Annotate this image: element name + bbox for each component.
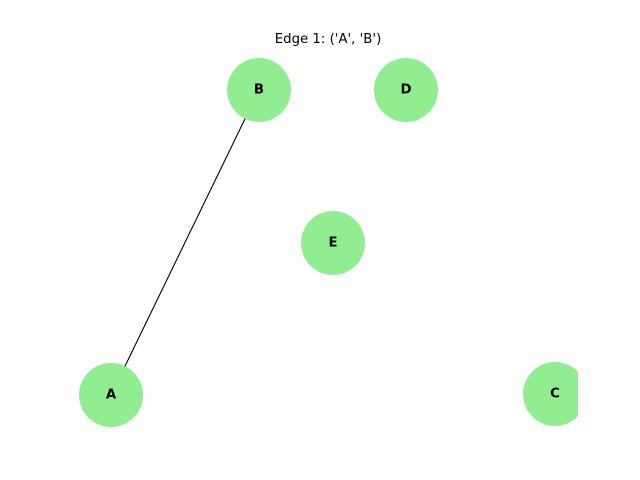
graph-node-label-c: C: [550, 387, 560, 402]
graph-node-d: [374, 58, 438, 122]
figure-title: Edge 1: ('A', 'B'): [274, 32, 382, 47]
graph-node-label-b: B: [254, 83, 264, 98]
graph-node-c: [523, 362, 578, 426]
graph-node-e: [301, 211, 365, 275]
graph-node-label-d: D: [400, 83, 411, 98]
graph-node-a: [79, 363, 143, 427]
graph-node-b: [227, 58, 291, 122]
graph-node-label-a: A: [106, 388, 117, 403]
graph-edge-a-b: [110, 89, 260, 396]
graph-node-label-e: E: [328, 236, 337, 251]
graph-plot-area: A B C D E: [79, 58, 578, 427]
